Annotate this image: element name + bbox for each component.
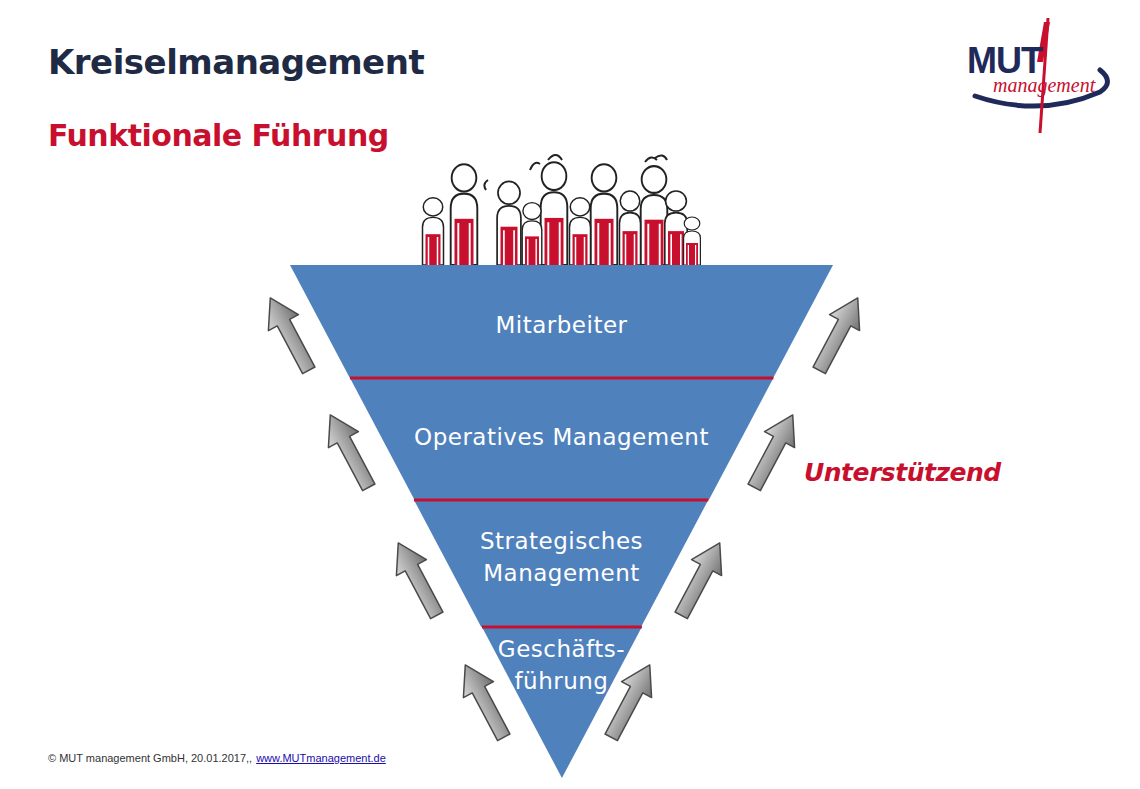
side-label: Unterstützend	[804, 458, 1001, 487]
band-label: Operatives Management	[411, 421, 711, 453]
subtitle: Funktionale Führung	[48, 118, 389, 153]
band-label: Geschäfts- führung	[486, 633, 636, 697]
pyramid-band: Strategisches Management	[414, 500, 708, 627]
pyramid-band: Mitarbeiter	[290, 265, 833, 378]
footer-note: © MUT management GmbH, 20.01.2017,,	[48, 752, 252, 764]
pyramid-band: Geschäfts- führung	[482, 627, 642, 778]
diagram-title: Kreiselmanagement	[48, 42, 424, 82]
pyramid-band: Operatives Management	[350, 378, 773, 500]
logo-text: management	[993, 74, 1095, 97]
logo-mark	[975, 18, 1108, 133]
people-illustration	[423, 155, 701, 265]
band-label: Strategisches Management	[441, 525, 681, 589]
band-label: Mitarbeiter	[412, 309, 712, 341]
footer-link: www.MUTmanagement.de	[256, 752, 386, 764]
